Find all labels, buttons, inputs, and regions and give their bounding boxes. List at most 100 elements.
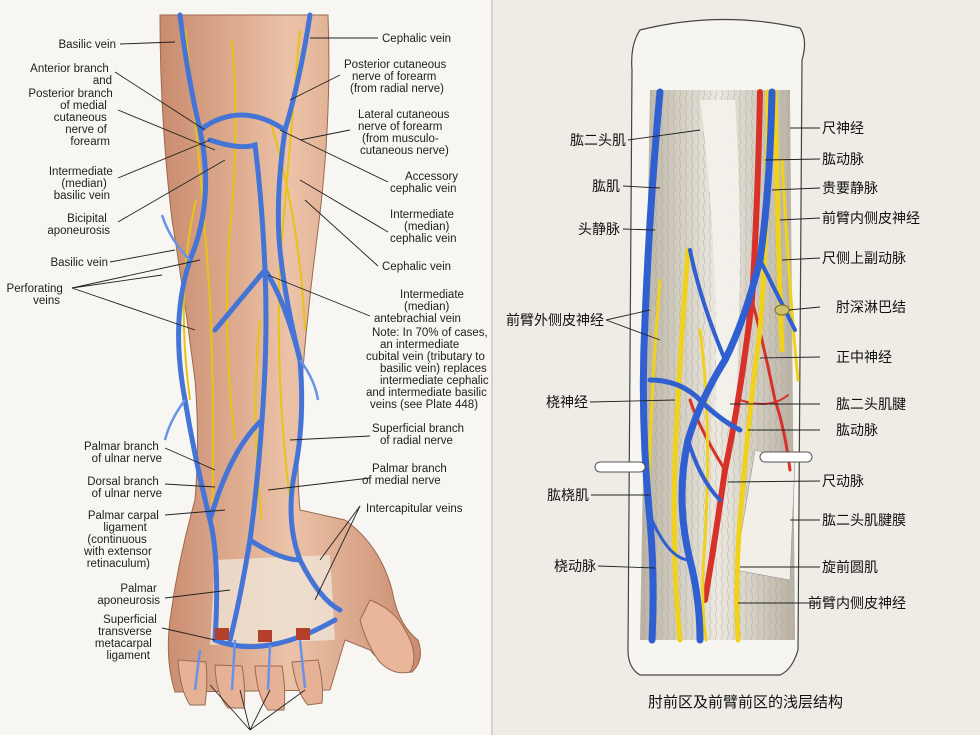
svg-text:Lateral cutaneous nerve: Lateral cutaneous nerve of forearm (from… — [358, 109, 453, 157]
svg-text:Basilic vein: Basilic vein — [58, 39, 116, 51]
left-forearm-illustration — [159, 12, 421, 711]
label-intercapitular-veins: Intercapitular veins — [366, 503, 463, 515]
svg-text:Accessory cephalic vein: Accessory cephalic vein — [390, 171, 461, 195]
svg-text:Posterior cutaneous nerv: Posterior cutaneous nerve of forearm (fr… — [344, 59, 450, 95]
label-bicipital-l2: aponeurosis — [47, 225, 110, 237]
zh-label-brachial-artery-2: 肱动脉 — [836, 423, 878, 439]
label-dorsal-ulnar: Dorsal branch — [87, 476, 159, 488]
zh-label-radial-nerve: 桡神经 — [546, 395, 588, 411]
svg-text:Intermediate (median): Intermediate (median) cephalic vein — [390, 209, 457, 245]
label-superficial-transverse-l3: metacarpal — [95, 638, 152, 650]
label-dorsal-ulnar-l2: of ulnar nerve — [92, 488, 162, 500]
note-line-1: Note: In 70% of cases, — [372, 327, 488, 339]
label-basilic-vein-mid: Basilic vein — [50, 257, 108, 269]
label-cephalic-vein-top: Cephalic vein — [382, 33, 451, 45]
zh-label-deep-cubital-nodes: 肘深淋巴结 — [836, 300, 906, 316]
left-figure-left-labels: Basilic vein Anterior branch and Posteri… — [7, 39, 162, 662]
note-block: Note: In 70% of cases, an intermediate c… — [366, 327, 492, 411]
zh-label-bicipital-aponeurosis: 肱二头肌腱膜 — [822, 513, 906, 529]
left-figure-right-labels: Cephalic vein Posterior cutaneous nerve … — [344, 33, 492, 515]
label-posterior-branch-l5: forearm — [70, 136, 110, 148]
svg-text:Superficial branch of ra: Superficial branch of radial nerve — [372, 423, 467, 447]
zh-label-ulnar-artery: 尺动脉 — [822, 474, 864, 490]
svg-text:Intercapitular veins: Intercapitular veins — [366, 503, 463, 515]
label-posterior-branch: Posterior branch — [28, 88, 112, 100]
label-superficial-transverse-l2: transverse — [98, 626, 152, 638]
svg-text:Bicipital aponeurosis: Bicipital aponeurosis — [47, 213, 110, 237]
label-basilic-vein-top: Basilic vein — [58, 39, 116, 51]
zh-label-brachial-artery: 肱动脉 — [822, 152, 864, 168]
label-palmar-ulnar-l2: of ulnar nerve — [92, 453, 162, 465]
vein-branches — [160, 214, 320, 691]
label-intermediate-basilic: Intermediate — [49, 166, 113, 178]
label-bicipital: Bicipital — [67, 213, 107, 225]
note-line-2: an intermediate — [380, 339, 459, 351]
right-figure-leaders — [589, 127, 821, 604]
label-palmar-medial-l2: of medial nerve — [362, 475, 441, 487]
label-lateral-cutaneous-l3: (from musculo- — [362, 133, 439, 145]
svg-text:Palmar branch of ulnar n: Palmar branch of ulnar nerve — [84, 441, 162, 465]
label-posterior-branch-l2: of medial — [60, 100, 107, 112]
zh-label-medial-cutaneous-2: 前臂内侧皮神经 — [808, 595, 906, 612]
zh-label-ulnar-nerve: 尺神经 — [822, 121, 864, 137]
zh-label-cephalic-vein: 头静脉 — [578, 222, 620, 238]
zh-label-medial-cutaneous: 前臂内侧皮神经 — [822, 210, 920, 227]
label-palmar-carpal-l2: ligament — [103, 522, 147, 534]
label-palmar-medial: Palmar branch — [372, 463, 447, 475]
zh-label-superior-ulnar-collateral: 尺侧上副动脉 — [822, 251, 906, 267]
svg-text:Basilic vein: Basilic vein — [50, 257, 108, 269]
tendon-cuts — [215, 628, 310, 642]
label-anterior-branch-and: and — [93, 75, 112, 87]
label-lateral-cutaneous-l4: cutaneous nerve) — [360, 145, 449, 157]
label-posterior-cutaneous: Posterior cutaneous — [344, 59, 447, 71]
label-palmar-ulnar: Palmar branch — [84, 441, 159, 453]
label-anterior-branch: Anterior branch — [30, 63, 109, 75]
note-line-5: intermediate cephalic — [380, 375, 489, 387]
label-intermediate-cephalic-l2: (median) — [404, 221, 450, 233]
zh-label-brachialis: 肱肌 — [592, 179, 620, 195]
superficial-veins — [176, 12, 343, 650]
svg-text:Dorsal branch of ulnar n: Dorsal branch of ulnar nerve — [87, 476, 162, 500]
retractor-pins — [594, 451, 813, 473]
label-posterior-branch-l4: nerve of — [65, 124, 107, 136]
label-superficial-transverse-l4: ligament — [107, 650, 151, 662]
label-posterior-cutaneous-l2: nerve of forearm — [352, 71, 436, 83]
label-perforating-l2: veins — [33, 295, 60, 307]
zh-label-basilic-vein: 贵要静脉 — [822, 181, 878, 197]
svg-text:Perforating veins: Perforating veins — [7, 283, 66, 307]
label-palmar-carpal-l5: retinaculum) — [87, 558, 150, 570]
label-accessory-cephalic-l2: cephalic vein — [390, 183, 456, 195]
svg-text:Posterior branch of medi: Posterior branch of medial cutaneous ner… — [28, 88, 116, 148]
fingers — [177, 659, 323, 711]
svg-text:Palmar aponeurosis: Palmar aponeurosis — [97, 583, 160, 607]
svg-text:Palmar carpal ligament: Palmar carpal ligament (continuous with … — [83, 510, 162, 570]
label-posterior-branch-l3: cutaneous — [54, 112, 107, 124]
note-line-6: and intermediate basilic — [366, 387, 487, 399]
veins — [639, 88, 797, 644]
label-palmar-carpal: Palmar carpal — [88, 510, 159, 522]
zh-label-brachioradialis: 肱桡肌 — [547, 488, 589, 504]
label-intermediate-cephalic: Intermediate — [390, 209, 454, 221]
label-intermediate-antebrachial-l2: (median) — [404, 301, 450, 313]
right-figure-right-labels: 尺神经 肱动脉 贵要静脉 前臂内侧皮神经 尺侧上副动脉 肘深淋巴结 正中神经 肱… — [808, 121, 920, 612]
label-palmar-carpal-l3: (continuous — [87, 534, 147, 546]
label-palmar-aponeurosis-l2: aponeurosis — [97, 595, 160, 607]
zh-label-radial-artery: 桡动脉 — [554, 559, 596, 575]
label-intermediate-antebrachial: Intermediate — [400, 289, 464, 301]
thumb — [359, 599, 415, 674]
note-line-7: veins (see Plate 448) — [370, 399, 478, 411]
label-perforating: Perforating — [7, 283, 63, 295]
label-palmar-carpal-l4: with extensor — [83, 546, 152, 558]
svg-text:Superficial transverse: Superficial transverse metacarpal ligame… — [95, 614, 160, 662]
label-intermediate-basilic-l2: (median) — [61, 178, 107, 190]
label-superficial-transverse: Superficial — [103, 614, 157, 626]
left-figure-leaders — [71, 37, 389, 731]
svg-text:Intermediate (median): Intermediate (median) basilic vein — [49, 166, 116, 202]
svg-text:Intermediate (median): Intermediate (median) antebrachial vein — [374, 289, 467, 325]
label-intermediate-cephalic-l3: cephalic vein — [390, 233, 456, 245]
svg-text:Cephalic vein: Cephalic vein — [382, 33, 451, 45]
label-superficial-radial: Superficial branch — [372, 423, 464, 435]
note-line-4: basilic vein) replaces — [380, 363, 487, 375]
label-intermediate-basilic-l3: basilic vein — [54, 190, 110, 202]
